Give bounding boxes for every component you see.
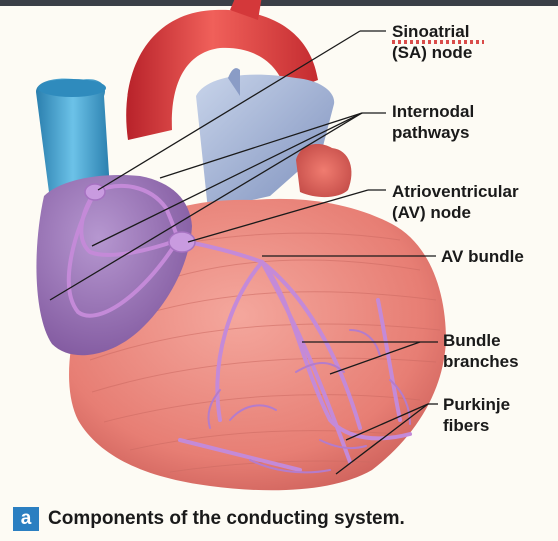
label-bundle-branches: Bundle branches [443,331,519,371]
figure-caption: a Components of the conducting system. [13,506,405,532]
spellcheck-underline [392,40,484,44]
label-sinoatrial-node: Sinoatrial (SA) node [392,22,473,62]
label-internodal-pathways: Internodal pathways [392,102,475,142]
figure-badge: a [13,507,39,531]
label-purkinje-fibers: Purkinje fibers [443,395,511,435]
superior-vena-cava [36,78,110,200]
av-node [168,231,196,253]
label-av-bundle: AV bundle [441,247,524,266]
aortic-branch [230,0,262,20]
aorta [126,9,318,140]
top-border [0,0,558,6]
conduction-pathways [66,184,412,472]
left-atrium [296,144,352,198]
leader-lines [49,30,438,475]
pulmonary-artery [196,74,335,210]
sa-node [84,183,106,201]
label-atrioventricular-node: Atrioventricular (AV) node [392,182,519,222]
caption-text: Components of the conducting system. [48,508,405,529]
purkinje-fibers [207,329,411,474]
